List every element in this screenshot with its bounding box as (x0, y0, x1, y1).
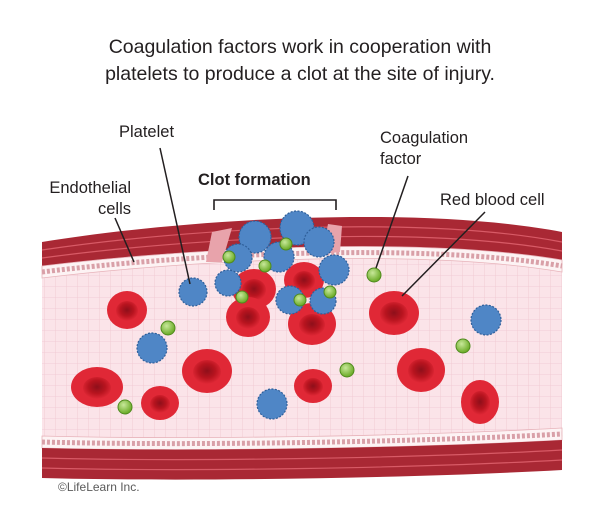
platelet (178, 277, 208, 307)
red-blood-cell (107, 291, 147, 329)
coagulation-factor (455, 338, 471, 354)
clot-bracket (213, 199, 337, 210)
diagram-title: Coagulation factors work in cooperation … (105, 36, 495, 85)
vessel-wall-bottom (41, 440, 563, 480)
red-blood-cells (71, 262, 499, 424)
red-blood-cell (226, 297, 270, 337)
red-blood-cell (71, 367, 123, 407)
red-blood-cell (397, 348, 445, 392)
red-blood-cell (461, 380, 499, 424)
platelet (256, 388, 288, 420)
platelet (214, 269, 242, 297)
coagulation-factors (117, 237, 471, 415)
platelet (136, 332, 168, 364)
injury-site (206, 228, 232, 262)
coagulation-factor (117, 399, 133, 415)
coagulation-factor (293, 293, 307, 307)
coagulation-factor (235, 290, 249, 304)
coagulation-factor (323, 285, 337, 299)
endothelial-cells-label: Endothelial cells (49, 179, 131, 218)
coagulation-factor (258, 259, 272, 273)
coag-factor-leader-line (375, 175, 409, 269)
coagulation-factor (160, 320, 176, 336)
platelet (238, 220, 272, 254)
clot-formation-label: Clot formation (198, 171, 311, 189)
platelet-label: Platelet (119, 123, 175, 141)
rbc-leader-line (401, 211, 486, 297)
coagulation-factor (222, 250, 236, 264)
coagulation-factor-label: Coagulation factor (380, 129, 469, 168)
red-blood-cell (294, 369, 332, 403)
platelet-leader-line (159, 147, 191, 285)
copyright-notice: ©LifeLearn Inc. (58, 480, 140, 494)
red-blood-cell-label: Red blood cell (440, 191, 545, 209)
red-blood-cell (141, 386, 179, 420)
coagulation-factor (339, 362, 355, 378)
red-blood-cell (369, 291, 419, 335)
coagulation-factor (366, 267, 382, 283)
platelet (470, 304, 502, 336)
endothelial-leader-line (114, 217, 135, 263)
platelet (318, 254, 350, 286)
red-blood-cell (182, 349, 232, 393)
platelet (303, 226, 335, 258)
coagulation-factor (279, 237, 293, 251)
